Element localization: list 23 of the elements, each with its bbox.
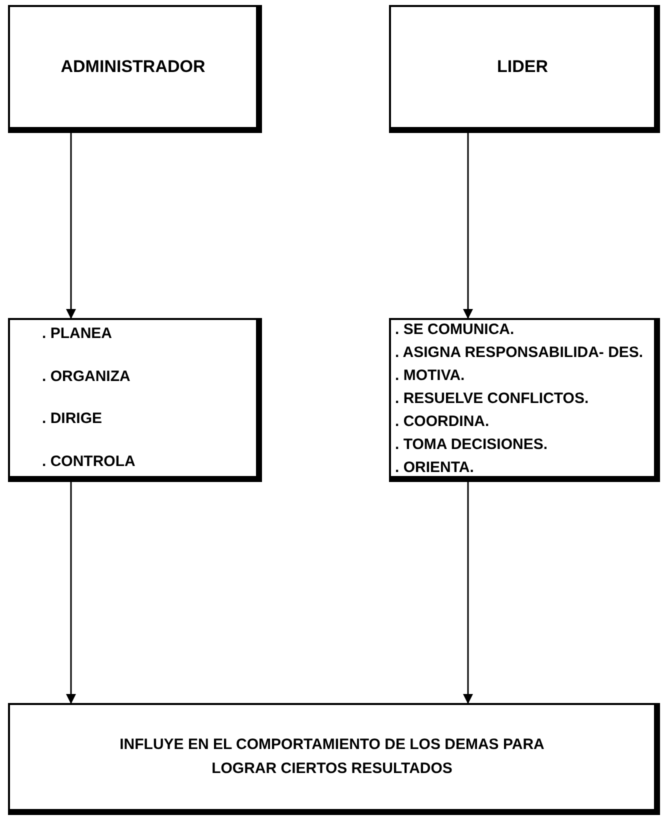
box-title: ADMINISTRADOR [60,56,206,78]
process-box [389,5,660,133]
process-box [8,703,660,815]
list-item: . ASIGNA RESPONSABILIDA- DES. [395,342,644,362]
list-item: . SE COMUNICA. [395,320,516,340]
list-item: . RESUELVE CONFLICTOS. [395,388,590,408]
box-text: INFLUYE EN EL COMPORTAMIENTO DE LOS DEMAS PARA LOGRAR CIERTOS RESULTADOS [118,735,546,779]
list-item: . ORGANIZA [42,366,132,386]
list-item: . TOMA DECISIONES. [395,434,549,454]
list-item: . DIRIGE [42,409,104,429]
process-box [8,5,262,133]
list-item: . PLANEA [42,324,114,344]
arrow [66,133,76,319]
arrow [66,482,76,704]
box-title: LIDER [497,56,548,78]
arrow [463,482,473,704]
list-item: . CONTROLA [42,452,136,472]
process-box [389,318,660,482]
list-item: . ORIENTA. [395,458,475,478]
process-box [8,318,262,482]
list-item: . COORDINA. [395,412,490,432]
arrow [463,133,473,319]
list-item: . MOTIVA. [395,366,466,386]
